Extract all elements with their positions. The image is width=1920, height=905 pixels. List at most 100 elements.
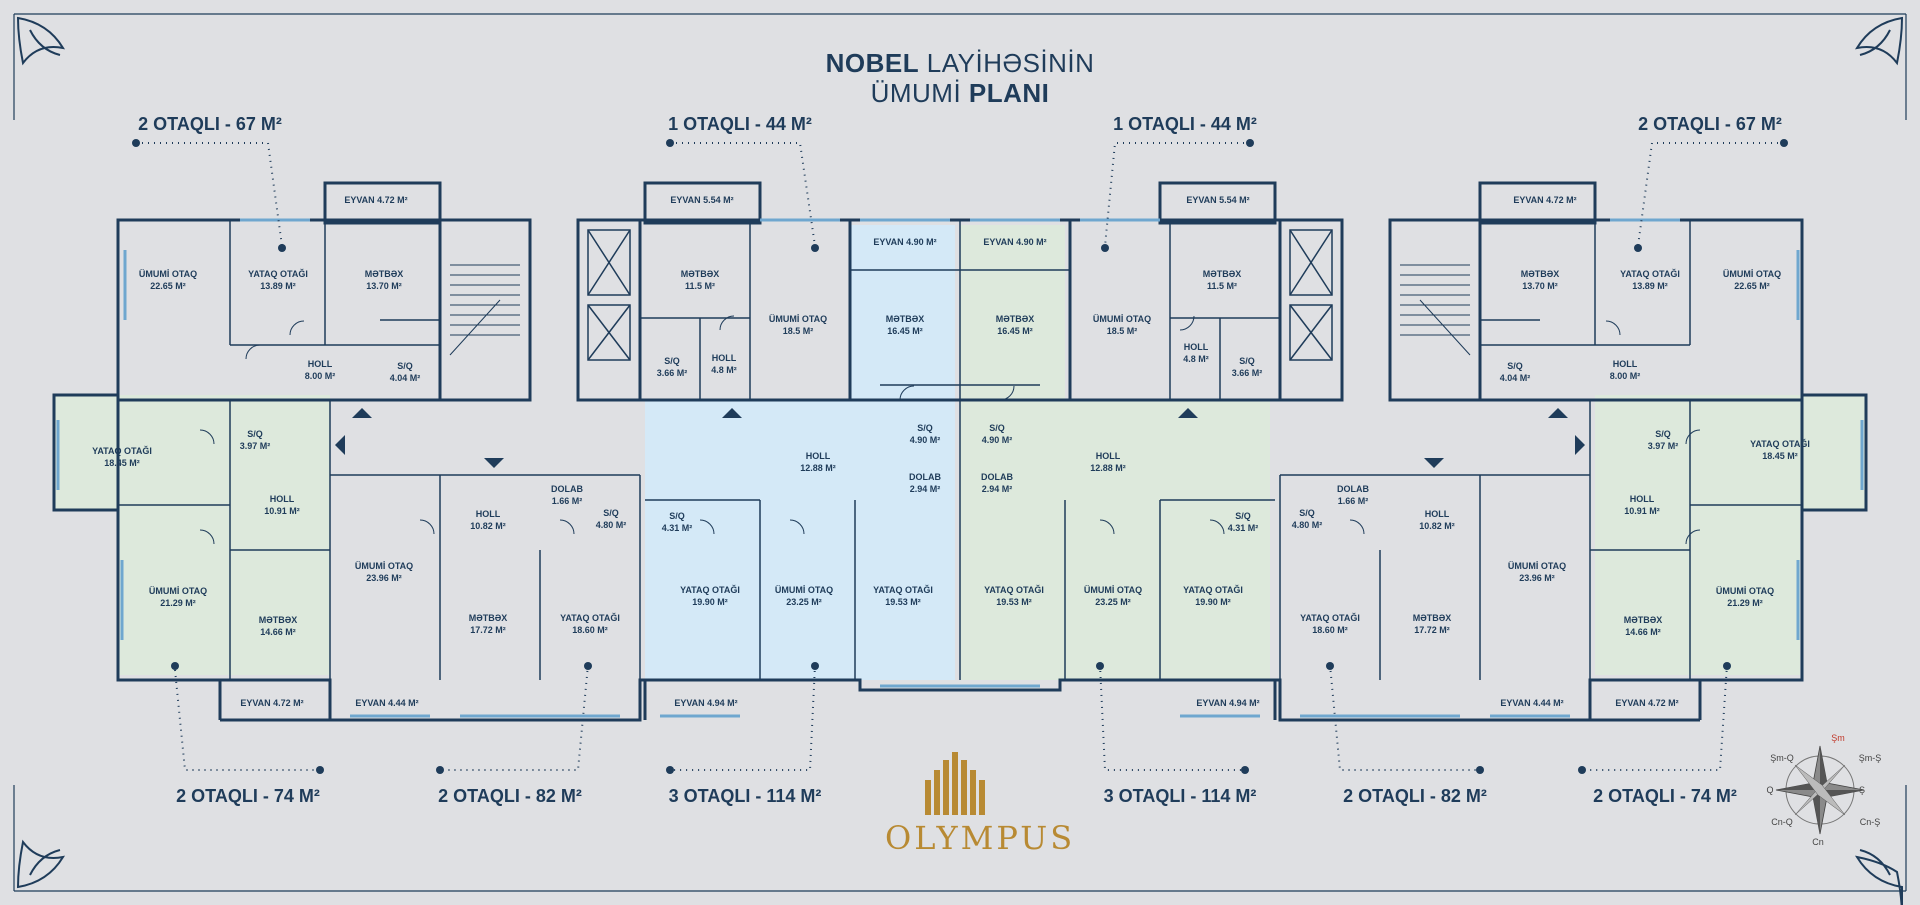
- room-label: S/Q 4.31 M²: [662, 510, 693, 534]
- room-name: MƏTBƏX: [1412, 613, 1452, 623]
- room-name: EYVAN 4.72 M²: [240, 698, 304, 708]
- room-area: 18.60 M²: [572, 625, 608, 635]
- room-name: S/Q: [664, 356, 680, 366]
- room-name: ÜMUMİ OTAQ: [1722, 269, 1782, 279]
- apartment-label-bottom: 2 OTAQLI - 82 M²: [1343, 786, 1487, 806]
- room-name: ÜMUMİ OTAQ: [138, 269, 198, 279]
- room-name: MƏTBƏX: [995, 314, 1035, 324]
- compass-direction-label: Cn: [1812, 837, 1824, 847]
- compass-direction-label: Cn-Q: [1771, 817, 1793, 827]
- room-name: EYVAN 4.72 M²: [1615, 698, 1679, 708]
- room-label: HOLL 4.8 M²: [1183, 341, 1209, 365]
- room-name: HOLL: [269, 494, 295, 504]
- room-area: 8.00 M²: [304, 371, 336, 381]
- room-name: EYVAN 4.94 M²: [674, 698, 738, 708]
- room-area: 13.89 M²: [260, 281, 296, 291]
- room-area: 16.45 M²: [997, 326, 1033, 336]
- apartment-label-top: 1 OTAQLI - 44 M²: [668, 114, 812, 134]
- room-area: 3.97 M²: [239, 441, 271, 451]
- room-area: 4.31 M²: [661, 523, 693, 533]
- zone-3-room-left: [645, 400, 955, 680]
- room-area: 18.45 M²: [1762, 451, 1798, 461]
- room-label: EYVAN 4.44 M²: [1500, 697, 1563, 709]
- apartment-label-bottom: 3 OTAQLI - 114 M²: [668, 786, 822, 806]
- room-area: 22.65 M²: [1734, 281, 1770, 291]
- room-name: S/Q: [1235, 511, 1251, 521]
- page-subtitle: ÜMUMİ PLANI: [0, 78, 1920, 109]
- zone-2-room-left-bottom: [118, 505, 330, 675]
- room-area: 8.00 M²: [1609, 371, 1641, 381]
- room-label: EYVAN 4.72 M²: [344, 194, 407, 206]
- zone-3-room-left-kitchen: [850, 225, 955, 405]
- room-name: EYVAN 4.90 M²: [983, 237, 1047, 247]
- room-area: 23.25 M²: [1095, 597, 1131, 607]
- apartment-label-bottom: 2 OTAQLI - 82 M²: [438, 786, 582, 806]
- room-area: 10.82 M²: [1419, 521, 1455, 531]
- staircase-right: [1400, 264, 1471, 356]
- zone-3-room-right: [960, 400, 1270, 680]
- room-name: EYVAN 5.54 M²: [670, 195, 734, 205]
- title-line2-bold: PLANI: [968, 78, 1050, 108]
- room-label: EYVAN 4.94 M²: [674, 697, 737, 709]
- room-name: HOLL: [805, 451, 831, 461]
- room-area: 4.90 M²: [909, 435, 941, 445]
- room-label: ÜMUMİ OTAQ 22.65 M²: [1723, 268, 1781, 292]
- compass-direction-label: Şm-Ş: [1858, 753, 1882, 763]
- room-name: EYVAN 4.72 M²: [1513, 195, 1577, 205]
- apartment-label-bottom: 2 OTAQLI - 74 M²: [1593, 786, 1737, 806]
- title-line1-rest: LAYİHƏSİNİN: [919, 48, 1095, 78]
- leader-lines: [136, 142, 1784, 771]
- room-name: EYVAN 4.94 M²: [1196, 698, 1260, 708]
- room-name: EYVAN 4.44 M²: [355, 698, 419, 708]
- room-name: HOLL: [1183, 342, 1209, 352]
- room-area: 4.8 M²: [1183, 354, 1209, 364]
- room-name: DOLAB: [1337, 484, 1369, 494]
- page-title: NOBEL LAYİHƏSİNİN: [0, 48, 1920, 79]
- room-area: 4.90 M²: [981, 435, 1013, 445]
- room-name: S/Q: [1655, 429, 1671, 439]
- room-name: HOLL: [475, 509, 501, 519]
- room-name: ÜMUMİ OTAQ: [1715, 586, 1775, 596]
- zone-2-room-right-bottom: [1595, 505, 1800, 675]
- room-name: S/Q: [669, 511, 685, 521]
- room-name: YATAQ OTAĞI: [1620, 269, 1680, 279]
- room-area: 18.60 M²: [1312, 625, 1348, 635]
- room-name: MƏTBƏX: [885, 314, 925, 324]
- room-name: MƏTBƏX: [468, 613, 508, 623]
- doors: [199, 315, 1701, 545]
- room-name: MƏTBƏX: [258, 615, 298, 625]
- room-area: 19.90 M²: [692, 597, 728, 607]
- room-name: YATAQ OTAĞI: [1750, 439, 1810, 449]
- room-area: 4.80 M²: [1291, 520, 1323, 530]
- room-name: YATAQ OTAĞI: [92, 446, 152, 456]
- room-name: EYVAN 4.90 M²: [873, 237, 937, 247]
- room-name: HOLL: [1629, 494, 1655, 504]
- room-name: YATAQ OTAĞI: [873, 585, 933, 595]
- zone-3-room-right-kitchen: [960, 225, 1065, 405]
